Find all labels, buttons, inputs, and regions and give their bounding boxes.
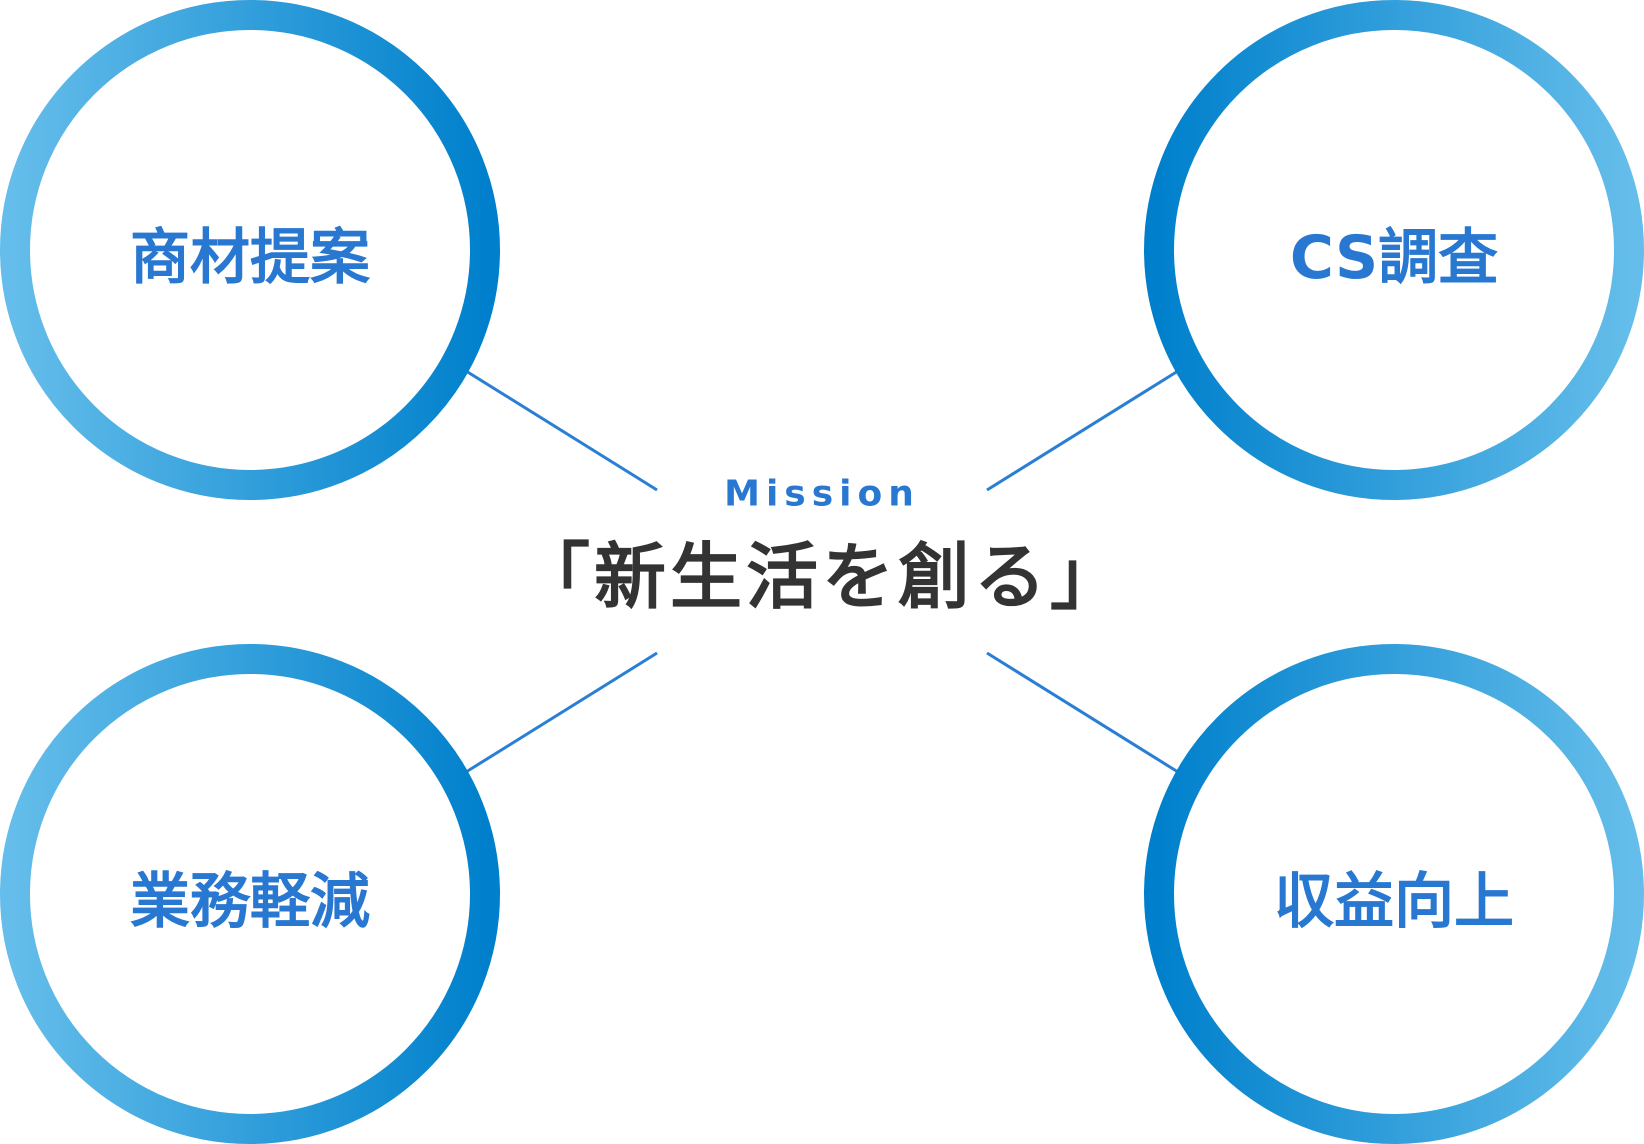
node-label-top-left: 商材提案 [130,223,371,293]
node-label-top-right: CS調査 [1290,223,1498,293]
connector-line-top-right [986,369,1179,492]
connector-line-bottom-left [465,651,658,774]
connector-line-top-left [465,369,658,492]
mission-title: 「新生活を創る」 [518,535,1126,619]
mission-label: Mission [724,474,920,515]
node-ring-bottom-right [1144,644,1644,1144]
node-label-bottom-left: 業務軽減 [130,867,370,937]
connector-line-bottom-right [986,651,1179,774]
node-ring-top-right [1144,0,1644,500]
node-label-bottom-right: 収益向上 [1274,867,1514,937]
node-ring-top-left [0,0,500,500]
node-ring-bottom-left [0,644,500,1144]
